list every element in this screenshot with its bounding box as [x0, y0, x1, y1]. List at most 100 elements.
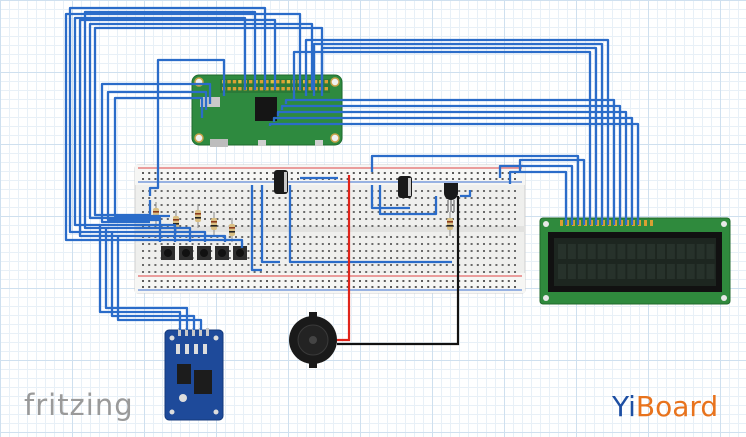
terminal-hole: [191, 264, 194, 266]
rail-hole: [452, 286, 454, 288]
terminal-hole: [458, 190, 461, 192]
terminal-hole: [439, 271, 442, 273]
rail-hole: [315, 280, 318, 282]
terminal-hole: [495, 204, 498, 206]
rail-hole: [179, 286, 182, 288]
terminal-hole: [445, 264, 448, 266]
terminal-hole: [278, 218, 281, 220]
terminal-hole: [433, 236, 436, 238]
terminal-hole: [433, 225, 436, 227]
terminal-hole: [197, 243, 200, 245]
terminal-hole: [439, 264, 442, 266]
terminal-hole: [445, 211, 448, 213]
terminal-hole: [148, 264, 151, 266]
terminal-hole: [259, 211, 262, 213]
terminal-hole: [259, 257, 262, 259]
terminal-hole: [365, 236, 368, 238]
rail-hole: [266, 178, 268, 180]
terminal-hole: [297, 225, 299, 227]
terminal-hole: [253, 236, 256, 238]
terminal-hole: [321, 257, 324, 259]
terminal-hole: [365, 225, 368, 227]
rail-hole: [297, 286, 299, 288]
rail-hole: [266, 172, 268, 174]
terminal-hole: [259, 190, 262, 192]
terminal-hole: [241, 225, 244, 227]
terminal-hole: [396, 204, 399, 206]
terminal-hole: [402, 211, 405, 213]
rail-hole: [185, 172, 188, 174]
terminal-hole: [309, 211, 312, 213]
gpio-pin: [308, 80, 312, 84]
terminal-hole: [197, 271, 200, 273]
terminal-hole: [340, 250, 343, 252]
terminal-hole: [408, 197, 411, 199]
terminal-hole: [247, 211, 250, 213]
terminal-hole: [427, 204, 430, 206]
gpio-pin: [232, 87, 237, 91]
terminal-hole: [445, 225, 448, 227]
terminal-hole: [489, 190, 492, 192]
terminal-hole: [470, 211, 473, 213]
terminal-hole: [383, 204, 386, 206]
rail-hole: [433, 286, 436, 288]
terminal-hole: [166, 218, 169, 220]
terminal-hole: [352, 264, 355, 266]
rail-hole: [433, 172, 436, 174]
terminal-hole: [402, 257, 405, 259]
jumper-wire: [292, 50, 592, 225]
terminal-hole: [414, 250, 417, 252]
rail-hole: [272, 172, 275, 174]
rail-hole: [414, 286, 417, 288]
terminal-hole: [297, 204, 299, 206]
terminal-hole: [284, 271, 287, 273]
gpio-pin: [281, 87, 285, 91]
terminal-hole: [495, 218, 498, 220]
terminal-hole: [272, 190, 275, 192]
lcd-pin: [590, 220, 593, 226]
terminal-hole: [408, 243, 411, 245]
terminal-hole: [464, 218, 467, 220]
terminal-hole: [216, 271, 219, 273]
terminal-hole: [278, 243, 281, 245]
terminal-hole: [328, 197, 330, 199]
terminal-hole: [185, 218, 188, 220]
gpio-pin: [303, 87, 307, 91]
terminal-hole: [315, 250, 318, 252]
terminal-hole: [464, 264, 467, 266]
terminal-hole: [383, 218, 386, 220]
terminal-hole: [359, 271, 361, 273]
terminal-hole: [204, 204, 206, 206]
terminal-hole: [464, 204, 467, 206]
rail-hole: [247, 178, 250, 180]
rail-hole: [185, 178, 188, 180]
terminal-hole: [340, 243, 343, 245]
rail-hole: [383, 286, 386, 288]
rail-hole: [315, 286, 318, 288]
rail-hole: [197, 178, 200, 180]
terminal-hole: [259, 197, 262, 199]
capacitor-1: [274, 170, 288, 194]
rtc-label-marking: [203, 344, 207, 354]
rail-hole: [408, 280, 411, 282]
rail-hole: [445, 178, 448, 180]
terminal-hole: [383, 250, 386, 252]
terminal-hole: [210, 204, 213, 206]
jumper-wire: [518, 158, 586, 225]
terminal-hole: [377, 250, 380, 252]
rail-hole: [402, 172, 405, 174]
terminal-hole: [204, 218, 206, 220]
rail-hole: [148, 280, 151, 282]
lcd-pin: [566, 220, 569, 226]
terminal-hole: [383, 211, 386, 213]
terminal-hole: [514, 243, 516, 245]
terminal-hole: [427, 250, 430, 252]
rtc-pin: [199, 328, 202, 336]
push-button: [161, 246, 175, 260]
terminal-hole: [452, 271, 454, 273]
rail-hole: [507, 178, 510, 180]
breadboard-holes: [142, 172, 516, 288]
lcd-cell: [696, 244, 705, 259]
terminal-hole: [414, 204, 417, 206]
terminal-hole: [272, 236, 275, 238]
